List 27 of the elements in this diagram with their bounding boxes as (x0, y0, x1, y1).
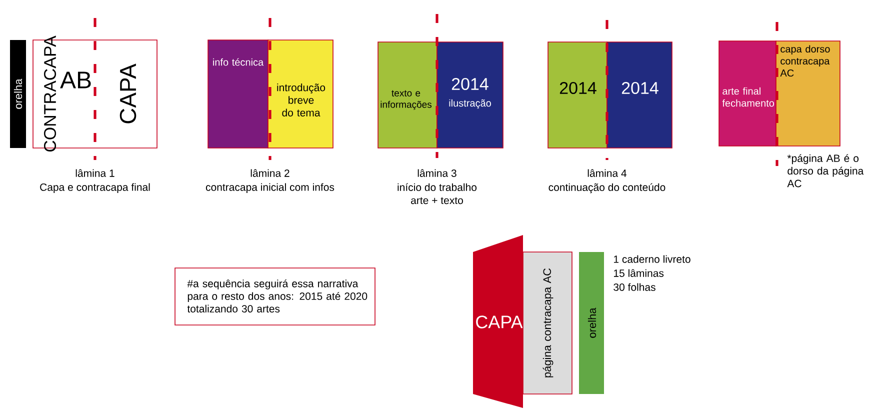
caption-text: lâmina 1 (76, 169, 114, 177)
page-panel: arte final fechamento (718, 40, 776, 146)
caption-text: arte + texto (411, 197, 463, 204)
caption-text: Capa e contracapa final (40, 183, 150, 193)
caption-text: continuação do conteúdo (548, 183, 666, 194)
caption-text: 30 folhas (614, 283, 656, 291)
caption-text: 15 lâminas (614, 269, 664, 277)
page-panel: 2014 (606, 42, 672, 148)
page-panel: info técnica (208, 40, 268, 148)
note-box: #a sequência seguirá essa narrativa para o resto dos anos: 2015 até 2020 totalizando 30 artes (174, 268, 376, 326)
caption-text: 1 caderno livreto (614, 255, 690, 263)
flap-bar: orelha (579, 252, 604, 394)
caption-text: lâmina 3 (418, 169, 456, 177)
flap-bar: orelha (10, 40, 26, 148)
caption-text: lâmina 4 (588, 169, 626, 177)
page-panel: página contracapa AC (522, 252, 572, 394)
page-panel: 2014 ilustração (436, 42, 504, 148)
caption-text: contracapa inicial com infos (206, 183, 334, 193)
page-panel: 2014 (548, 42, 608, 148)
caption-text: início do trabalho (398, 183, 477, 192)
page-panel: capa dorso contracapa AC (776, 40, 840, 146)
page-panel: introdução breve do tema (268, 40, 334, 148)
page-panel: texto e informações (378, 42, 438, 148)
caption-text: lâmina 2 (250, 169, 290, 177)
cover-drawing: CAPA (473, 235, 523, 408)
footnote: *página AB é o dorso da página AC (787, 154, 864, 188)
sheet-panel: CONTRACAPA AB CAPA (32, 36, 158, 152)
